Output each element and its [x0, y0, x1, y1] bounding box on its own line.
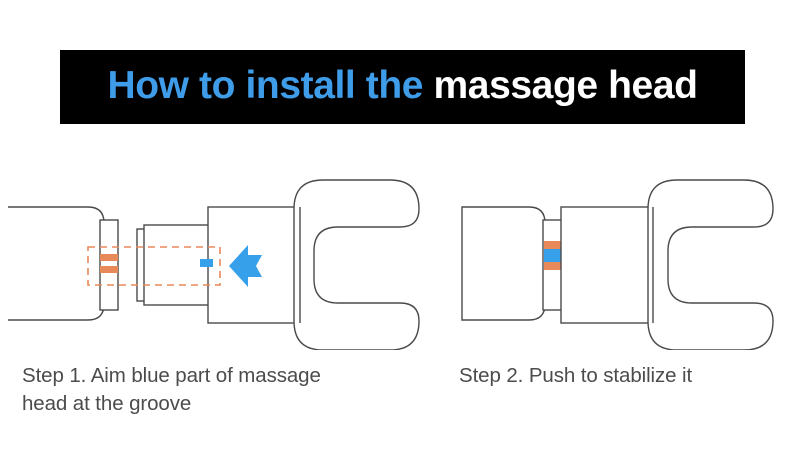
title-secondary-text: massage head [423, 63, 698, 107]
blue-alignment-tab [200, 259, 213, 267]
joint-marker-orange-top [544, 241, 562, 249]
alignment-dashed-box [87, 246, 221, 286]
joint-marker-blue [544, 249, 562, 262]
block-fork-seam-mask [295, 208, 300, 322]
device-body [461, 206, 546, 321]
joint-marker-orange-bottom [544, 262, 562, 270]
massage-head-block [560, 206, 654, 324]
groove-marker-bottom [100, 266, 118, 273]
title-banner: How to install the massage head [60, 50, 745, 124]
caption-step-1-line-1: Step 1. Aim blue part of massage [22, 364, 321, 387]
groove-marker-top [100, 254, 118, 261]
diagram-row [0, 175, 790, 350]
massage-head-alignment-diagram [8, 179, 420, 350]
page-title: How to install the massage head [107, 66, 697, 105]
caption-step-2: Step 2. Push to stabilize it [459, 362, 789, 390]
title-primary-text: How to install the [107, 63, 424, 107]
caption-step-1: Step 1. Aim blue part of massage head at… [22, 362, 442, 417]
block-fork-seam-mask [649, 208, 654, 322]
fork-head [647, 179, 774, 350]
fork-head [293, 179, 420, 350]
device-body [8, 206, 105, 321]
device-collar [99, 219, 119, 311]
caption-step-2-line-1: Step 2. Push to stabilize it [459, 364, 693, 387]
caption-step-1-line-2: head at the groove [22, 391, 192, 415]
massage-head-attached-diagram [461, 179, 774, 350]
massage-head-block [207, 206, 301, 324]
push-direction-arrow [229, 245, 262, 287]
